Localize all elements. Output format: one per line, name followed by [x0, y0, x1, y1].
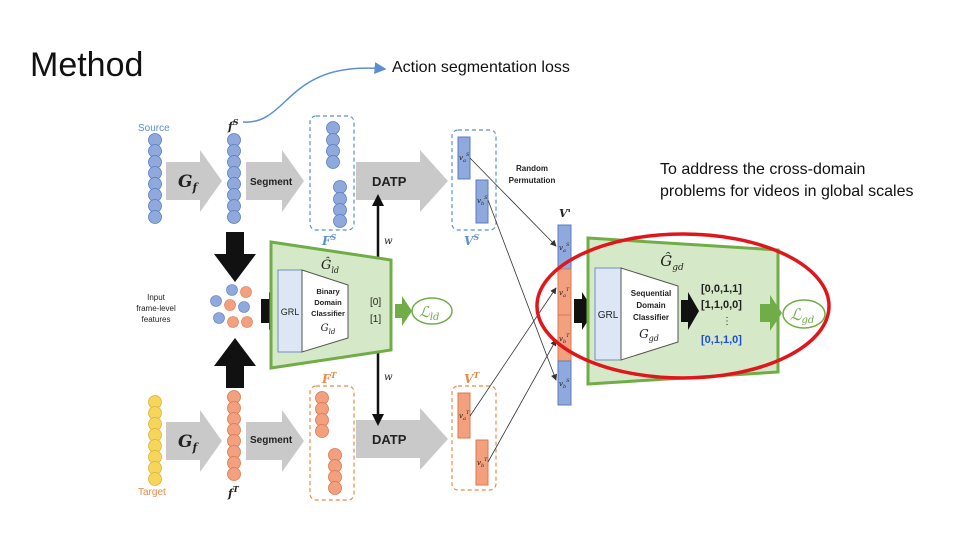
VT-label: VT: [464, 370, 480, 386]
FT-label: FT: [321, 370, 338, 386]
vs-box: [451, 129, 497, 231]
segment-source-label: Segment: [250, 177, 293, 188]
segment-target-label: Segment: [250, 435, 293, 446]
gd-output-2: [0,1,1,0]: [701, 334, 742, 346]
input-label-2: frame-level: [136, 304, 176, 313]
fs-segment-circles: [326, 121, 347, 228]
grl-local-box: [277, 269, 303, 353]
target-to-cluster-arrow: [214, 338, 256, 388]
source-input-column: [148, 133, 162, 224]
input-label-1: Input: [147, 293, 166, 302]
caption-action-segmentation-loss: Action segmentation loss: [392, 59, 570, 76]
gd-loss-arrow: [760, 295, 782, 331]
vt-a-label: vaT: [459, 410, 470, 422]
gd-loss-label: ℒgd: [790, 305, 814, 326]
vprime-3-label: vbT: [559, 333, 570, 345]
vprime-to-grl-arrow: [574, 292, 594, 330]
random-perm-label-1: Random: [516, 164, 548, 173]
vt-box: [451, 385, 497, 491]
ld-loss-label: ℒld: [419, 303, 439, 323]
caption-global-scales: To address the cross-domain problems for…: [660, 159, 960, 203]
gd-output-dots: ⋮: [722, 316, 732, 327]
gd-hat-label: Ĝgd: [660, 252, 684, 273]
ggd-label: Ggd: [639, 327, 659, 343]
binary-label-1: Binary: [316, 287, 340, 296]
vprime-4-label: vbS: [559, 378, 570, 390]
target-input-column: [148, 395, 162, 486]
gd-output-1: [1,1,0,0]: [701, 299, 742, 311]
permutation-lines: [469, 157, 558, 463]
vt-b-bar: [475, 439, 489, 486]
fs-segment-box: [309, 115, 355, 231]
w-label-bottom: w: [384, 372, 393, 383]
vs-b-label: vbS: [477, 195, 488, 207]
vprime-2-label: vaT: [559, 287, 570, 299]
input-feature-cluster: [210, 284, 253, 328]
source-feature-column: [227, 133, 241, 224]
vt-b-label: vbT: [477, 457, 488, 469]
vs-a-label: vaS: [459, 152, 470, 164]
segment-target-arrow: [246, 410, 304, 472]
binary-classifier-shape: [301, 269, 349, 353]
ft-segment-box: [309, 385, 355, 501]
ft-label: fT: [227, 484, 240, 500]
ld-loss-ellipse: [411, 297, 453, 325]
gld-label: Gld: [321, 323, 336, 336]
gf-source-label: Gf: [178, 172, 200, 194]
ld-output-0: [0]: [370, 297, 381, 308]
datp-source-label: DATP: [372, 174, 407, 189]
seq-label-1: Sequential: [631, 289, 671, 298]
gf-target-label: Gf: [178, 432, 200, 454]
VS-label: VS: [464, 232, 479, 248]
w-arrow-down: [372, 414, 384, 426]
fs-label: fS: [227, 117, 239, 133]
target-label: Target: [138, 487, 166, 498]
ld-output-1: [1]: [370, 314, 381, 325]
ld-loss-arrow: [395, 296, 412, 326]
source-to-cluster-arrow: [214, 232, 256, 282]
vprime-label: V': [559, 207, 571, 220]
vs-b-bar: [475, 179, 489, 224]
gd-loss-ellipse: [782, 299, 826, 329]
ft-segment-circles: [315, 391, 342, 495]
grl-global-box: [594, 267, 622, 361]
grl-local-label: GRL: [281, 307, 300, 317]
FS-label: FS: [321, 232, 337, 248]
gf-source-arrow: [166, 150, 222, 212]
vprime-segment-4: [557, 360, 572, 406]
binary-label-3: Classifier: [311, 309, 345, 318]
sequential-classifier-shape: [620, 267, 679, 361]
slide-title: Method: [30, 46, 144, 84]
datp-target-label: DATP: [372, 432, 407, 447]
w-label-top: w: [384, 236, 393, 247]
gf-target-arrow: [166, 410, 222, 472]
grl-global-label: GRL: [598, 310, 619, 321]
w-arrow-up: [372, 194, 384, 206]
loss-curved-arrow: [242, 62, 387, 123]
seq-output-arrow: [681, 292, 699, 330]
global-scale-highlight: [535, 232, 831, 380]
caption-global-line2: problems for videos in global scales: [660, 183, 914, 200]
ld-hat-label: Ĝld: [321, 256, 339, 275]
gd-output-0: [0,0,1,1]: [701, 283, 742, 295]
random-perm-label-2: Permutation: [509, 176, 556, 185]
seq-label-3: Classifier: [633, 313, 669, 322]
vprime-1-label: vaS: [559, 242, 570, 254]
input-label-3: features: [142, 315, 171, 324]
seq-label-2: Domain: [636, 301, 665, 310]
segment-source-arrow: [246, 150, 304, 212]
caption-global-line1: To address the cross-domain: [660, 161, 866, 178]
binary-label-2: Domain: [314, 298, 342, 307]
source-label: Source: [138, 123, 170, 134]
target-feature-column: [227, 390, 241, 481]
